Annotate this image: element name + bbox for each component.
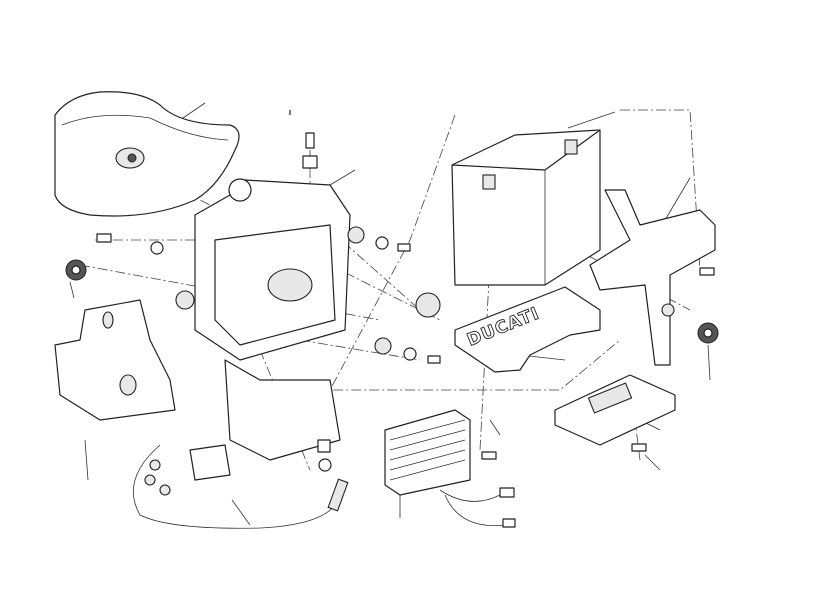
lower-bracket (54, 299, 176, 421)
battery-box (175, 110, 351, 461)
leader-lines (69, 102, 711, 526)
battery-strap (589, 189, 716, 366)
voltage-regulator (384, 409, 516, 528)
upper-cover (54, 91, 240, 217)
fasteners (65, 132, 719, 460)
battery-tray: DUCATI (454, 286, 601, 373)
electronic-module (554, 374, 676, 446)
battery (451, 129, 601, 286)
wiring-harness (133, 439, 349, 529)
